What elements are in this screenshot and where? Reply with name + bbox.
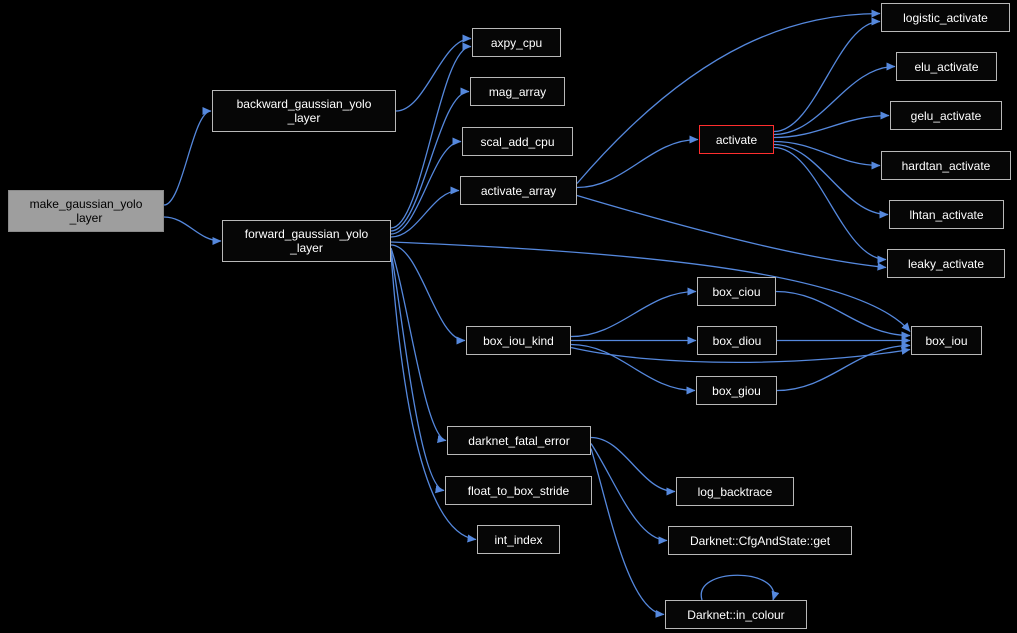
node-label: int_index	[494, 532, 543, 547]
edge-activate_array-to-activate	[576, 135, 699, 189]
node-label: darknet_fatal_error	[468, 433, 570, 448]
node-label: _layer	[290, 241, 323, 255]
node-label: backward_gaussian_yolo	[236, 97, 372, 111]
node-label: box_iou_kind	[483, 333, 554, 348]
node-elu_activate[interactable]: elu_activate	[896, 52, 997, 81]
node-box_iou_kind[interactable]: box_iou_kind	[466, 326, 571, 355]
edge-make_gaussian_yolo_layer-to-backward_gaussian_yolo_layer	[163, 107, 212, 206]
edge-make_gaussian_yolo_layer-to-forward_gaussian_yolo_layer	[163, 216, 222, 245]
edge-activate-to-hardtan_activate	[773, 140, 881, 170]
edge-box_giou-to-box_iou	[776, 341, 911, 392]
node-label: logistic_activate	[903, 10, 988, 25]
node-label: gelu_activate	[910, 108, 982, 123]
node-label: axpy_cpu	[490, 35, 543, 50]
node-backward_gaussian_yolo_layer[interactable]: backward_gaussian_yolo_layer	[212, 90, 396, 132]
node-label: float_to_box_stride	[467, 483, 570, 498]
node-label: leaky_activate	[907, 256, 985, 271]
node-label: elu_activate	[914, 59, 979, 74]
edge-darknet_fatal_error-to-in_colour	[590, 448, 665, 618]
node-label: log_backtrace	[697, 484, 773, 499]
edge-activate_array-to-logistic_activate	[576, 9, 881, 184]
node-label: box_iou	[925, 333, 968, 348]
node-float_to_box_stride[interactable]: float_to_box_stride	[445, 476, 592, 505]
edge-forward_gaussian_yolo_layer-to-activate_array	[390, 186, 460, 238]
node-label: make_gaussian_yolo	[29, 197, 143, 211]
node-box_iou[interactable]: box_iou	[911, 326, 982, 355]
node-box_diou[interactable]: box_diou	[697, 326, 777, 355]
node-hardtan_activate[interactable]: hardtan_activate	[881, 151, 1011, 180]
edge-forward_gaussian_yolo_layer-to-box_iou_kind	[390, 244, 466, 345]
node-box_ciou[interactable]: box_ciou	[697, 277, 776, 306]
node-label: box_ciou	[712, 284, 761, 299]
edge-in_colour-to-in_colour	[700, 574, 780, 601]
node-label: activate	[715, 132, 758, 147]
edge-backward_gaussian_yolo_layer-to-axpy_cpu	[395, 34, 472, 112]
edge-forward_gaussian_yolo_layer-to-box_iou	[390, 241, 911, 332]
node-logistic_activate[interactable]: logistic_activate	[881, 3, 1010, 32]
node-forward_gaussian_yolo_layer[interactable]: forward_gaussian_yolo_layer	[222, 220, 391, 262]
edge-activate-to-gelu_activate	[773, 111, 890, 139]
node-lhtan_activate[interactable]: lhtan_activate	[889, 200, 1004, 229]
node-leaky_activate[interactable]: leaky_activate	[887, 249, 1005, 278]
node-mag_array[interactable]: mag_array	[470, 77, 565, 106]
edge-box_ciou-to-box_iou	[775, 290, 911, 340]
node-axpy_cpu[interactable]: axpy_cpu	[472, 28, 561, 57]
edge-activate-to-lhtan_activate	[773, 143, 889, 219]
node-label: _layer	[287, 111, 321, 125]
node-label: Darknet::CfgAndState::get	[689, 533, 831, 548]
node-log_backtrace[interactable]: log_backtrace	[676, 477, 794, 506]
edge-activate-to-logistic_activate	[773, 17, 881, 133]
node-label: lhtan_activate	[909, 207, 984, 222]
node-int_index[interactable]: int_index	[477, 525, 560, 554]
node-label: box_diou	[712, 333, 762, 348]
edge-forward_gaussian_yolo_layer-to-darknet_fatal_error	[390, 247, 447, 443]
node-label: box_giou	[712, 383, 761, 398]
node-box_giou[interactable]: box_giou	[696, 376, 777, 405]
edge-forward_gaussian_yolo_layer-to-scal_add_cpu	[390, 137, 462, 235]
edge-darknet_fatal_error-to-log_backtrace	[590, 436, 676, 496]
node-gelu_activate[interactable]: gelu_activate	[890, 101, 1002, 130]
node-activate_array[interactable]: activate_array	[460, 176, 577, 205]
node-label: mag_array	[488, 84, 547, 99]
edge-forward_gaussian_yolo_layer-to-axpy_cpu	[390, 42, 472, 229]
edge-forward_gaussian_yolo_layer-to-mag_array	[390, 87, 470, 232]
node-in_colour[interactable]: Darknet::in_colour	[665, 600, 807, 629]
node-label: scal_add_cpu	[480, 134, 555, 149]
node-label: _layer	[69, 211, 103, 225]
node-label: Darknet::in_colour	[687, 607, 785, 622]
edge-darknet_fatal_error-to-cfg_and_state_get	[590, 443, 668, 545]
edge-box_iou_kind-to-box_giou	[570, 343, 696, 395]
edge-activate_array-to-leaky_activate	[576, 194, 887, 271]
node-cfg_and_state_get[interactable]: Darknet::CfgAndState::get	[668, 526, 852, 555]
edge-forward_gaussian_yolo_layer-to-int_index	[390, 253, 477, 543]
edge-activate-to-leaky_activate	[773, 146, 887, 264]
node-label: activate_array	[480, 183, 557, 198]
edge-box_iou_kind-to-box_ciou	[570, 287, 697, 338]
edge-forward_gaussian_yolo_layer-to-float_to_box_stride	[390, 250, 445, 494]
node-label: forward_gaussian_yolo	[244, 227, 369, 241]
node-activate[interactable]: activate	[699, 125, 774, 154]
edge-activate-to-elu_activate	[773, 62, 896, 136]
node-label: hardtan_activate	[901, 158, 991, 173]
node-darknet_fatal_error[interactable]: darknet_fatal_error	[447, 426, 591, 455]
node-make_gaussian_yolo_layer[interactable]: make_gaussian_yolo_layer	[8, 190, 164, 232]
node-scal_add_cpu[interactable]: scal_add_cpu	[462, 127, 573, 156]
